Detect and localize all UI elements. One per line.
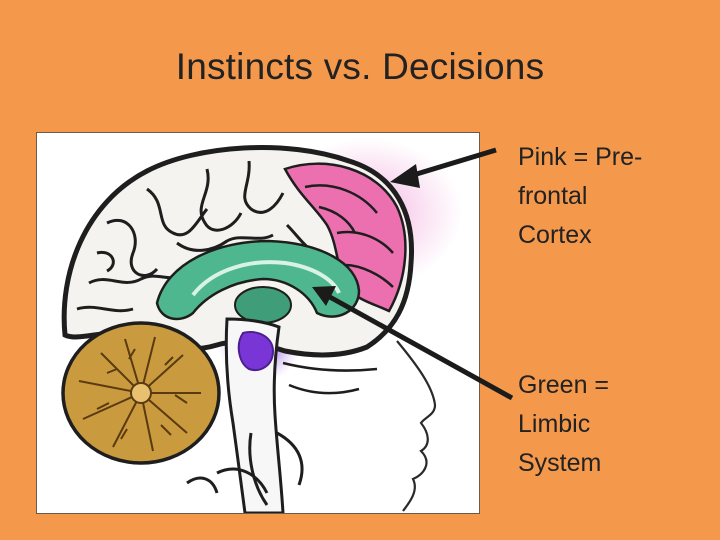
limbic-label-line-2: Limbic [518, 410, 591, 438]
limbic-inner-arc [191, 260, 341, 297]
slide-title: Instincts vs. Decisions [175, 46, 545, 87]
prefrontal-label-line-2: frontal [518, 182, 588, 210]
cortex-folds [76, 160, 324, 313]
limbic-label-line-1: Green = [518, 371, 610, 399]
prefrontal-label-line-3: Cortex [518, 221, 592, 249]
palate-contour [282, 361, 378, 395]
prefrontal-folds [304, 184, 394, 288]
arrow-to-limbic [312, 286, 514, 401]
brainstem-purple [237, 331, 275, 371]
brainstem [224, 317, 285, 513]
pointer-arrow-icon [312, 286, 336, 306]
lower-skull-contour [186, 467, 269, 494]
arrow-to-prefrontal [390, 147, 497, 188]
limbic-label-line-3: System [518, 449, 602, 477]
pointer-arrow-icon [390, 164, 420, 188]
head-profile [396, 340, 437, 512]
prefrontal-label: Pink = Pre- frontal Cortex [518, 138, 708, 255]
neck-contour [248, 431, 304, 506]
cerebellum-center [130, 382, 152, 404]
limbic-system-region [155, 239, 361, 321]
limbic-label: Green = Limbic System [518, 366, 708, 483]
prefrontal-label-line-1: Pink = Pre- [518, 143, 643, 171]
